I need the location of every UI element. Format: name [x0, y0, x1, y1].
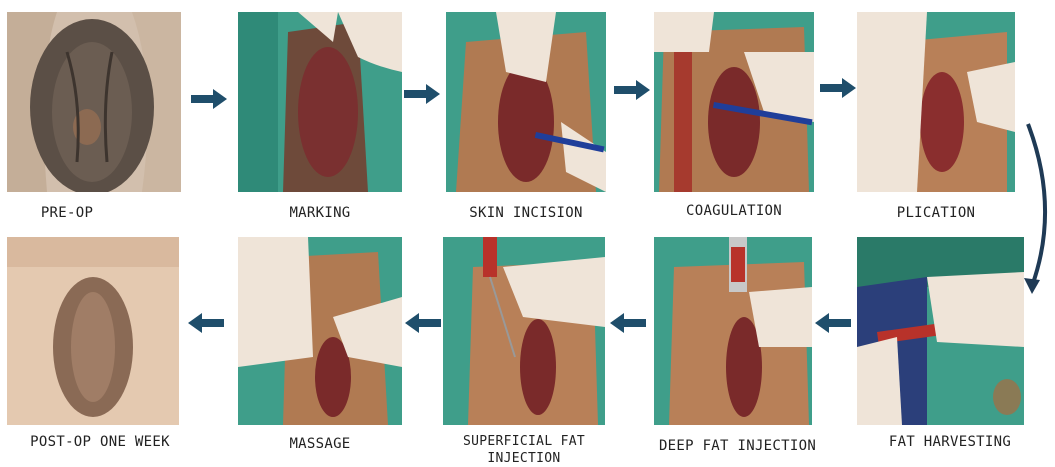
photo-fat-harvesting [857, 237, 1024, 425]
label-postop: POST-OP ONE WEEK [7, 434, 193, 450]
label-skin-incision: SKIN INCISION [446, 205, 606, 221]
photo-skin-incision [446, 12, 606, 192]
label-superficial-fat-injection: SUPERFICIAL FAT INJECTION [443, 433, 605, 467]
arrow-right-icon [614, 80, 650, 100]
arrow-right-icon [820, 78, 856, 98]
label-massage: MASSAGE [238, 436, 402, 452]
arrow-left-icon [610, 313, 646, 333]
arrow-left-icon [815, 313, 851, 333]
arrow-left-icon [188, 313, 224, 333]
arrow-right-icon [191, 89, 227, 109]
photo-postop [7, 237, 179, 425]
photo-superficial-fat-injection [443, 237, 605, 425]
photo-preop [7, 12, 181, 192]
arrow-right-icon [404, 84, 440, 104]
label-fat-harvesting: FAT HARVESTING [865, 434, 1035, 450]
arrow-left-icon [405, 313, 441, 333]
label-marking: MARKING [238, 205, 402, 221]
label-plication: PLICATION [857, 205, 1015, 221]
curved-arrow-icon [1020, 118, 1055, 298]
photo-deep-fat-injection [654, 237, 812, 425]
photo-massage [238, 237, 402, 425]
photo-plication [857, 12, 1015, 192]
label-preop: PRE-OP [7, 205, 127, 221]
photo-marking [238, 12, 402, 192]
label-coagulation: COAGULATION [654, 203, 814, 219]
label-deep-fat-injection: DEEP FAT INJECTION [640, 438, 835, 454]
photo-coagulation [654, 12, 814, 192]
